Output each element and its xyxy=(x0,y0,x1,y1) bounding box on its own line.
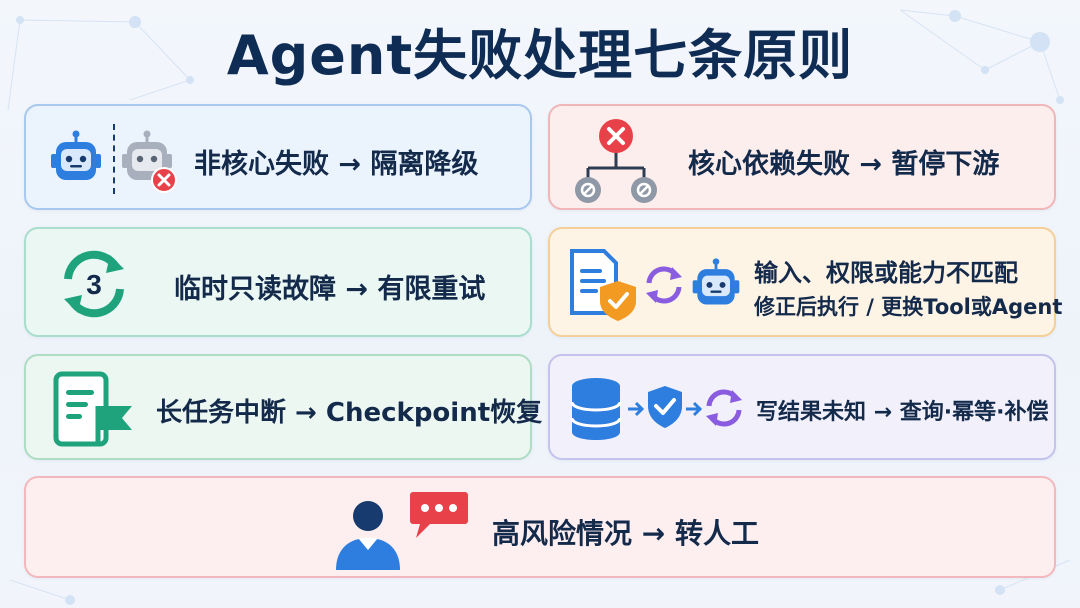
principle-label-line-1: 输入、权限或能力不匹配 xyxy=(754,259,1018,287)
sync-icon xyxy=(646,266,682,304)
principle-card-3: 3 临时只读故障 → 有限重试 xyxy=(24,227,532,337)
principle-label: 写结果未知 → 查询·幂等·补偿 xyxy=(756,400,1049,425)
principle-label: 临时只读故障 → 有限重试 xyxy=(174,274,486,305)
separator-dashed xyxy=(113,124,115,194)
database-icon xyxy=(570,378,622,440)
retry-cycle-icon: 3 xyxy=(64,250,124,318)
user-icon xyxy=(336,501,400,570)
principle-card-2: 核心依赖失败 → 暂停下游 xyxy=(548,104,1056,210)
principle-label: 长任务中断 → Checkpoint恢复 xyxy=(156,398,543,428)
shield-check-icon xyxy=(648,386,682,428)
principle-label: 高风险情况 → 转人工 xyxy=(492,517,759,550)
robot-icon xyxy=(692,258,740,305)
error-tree-icon xyxy=(575,119,657,203)
document-shield-icon xyxy=(570,249,636,321)
principle-label: 非核心失败 → 隔离降级 xyxy=(194,149,479,180)
principle-label-line-2: 修正后执行 / 更换Tool或Agent xyxy=(754,295,1063,319)
arrow-right-icon xyxy=(628,401,645,417)
document-flag-icon xyxy=(53,371,132,447)
principle-card-6: 写结果未知 → 查询·幂等·补偿 xyxy=(548,354,1056,460)
principle-label: 核心依赖失败 → 暂停下游 xyxy=(688,149,1000,180)
robot-error-icon xyxy=(122,130,177,193)
principle-card-5: 长任务中断 → Checkpoint恢复 xyxy=(24,354,542,460)
page-title: Agent失败处理七条原则 xyxy=(226,24,854,87)
sync-icon xyxy=(706,389,742,427)
principle-card-7: 高风险情况 → 转人工 xyxy=(24,476,1056,578)
robot-icon xyxy=(51,130,101,180)
arrow-right-icon xyxy=(686,401,703,417)
retry-count-badge: 3 xyxy=(86,269,102,300)
principle-card-4: 输入、权限或能力不匹配 修正后执行 / 更换Tool或Agent xyxy=(548,227,1062,337)
chat-bubble-icon xyxy=(410,492,468,538)
principle-card-1: 非核心失败 → 隔离降级 xyxy=(24,104,532,210)
